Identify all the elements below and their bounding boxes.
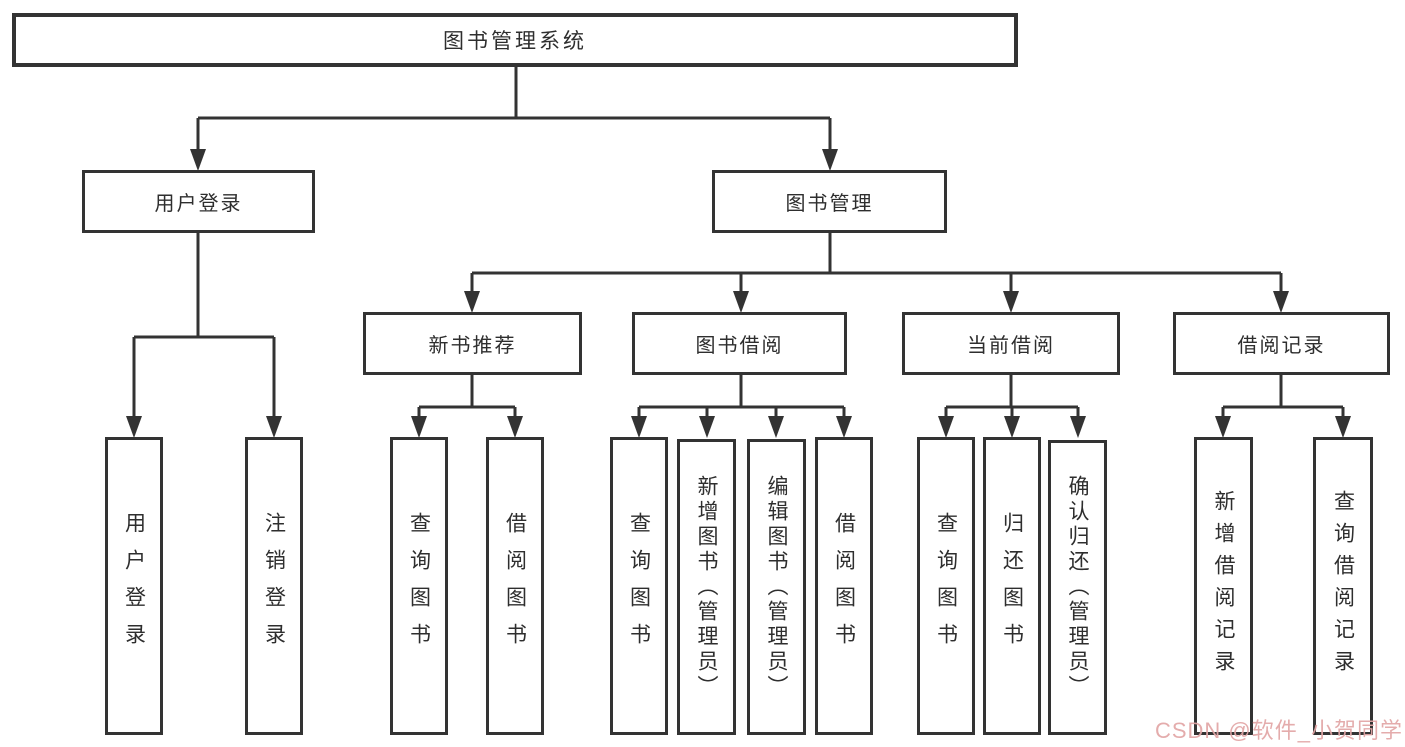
- leaf-add-book-admin: 新增图书（管理员）: [677, 439, 736, 735]
- leaf-logout: 注销登录: [245, 437, 303, 735]
- node-user-login: 用户登录: [82, 170, 315, 233]
- leaf-query-book-3: 查询图书: [917, 437, 975, 735]
- connector-book-mgmt-children: [470, 233, 1283, 292]
- node-borrow-record: 借阅记录: [1173, 312, 1390, 375]
- connector-new-book-children: [417, 375, 517, 417]
- connector-current-borrow-children: [944, 375, 1080, 417]
- leaf-borrow-book-2: 借阅图书: [815, 437, 873, 735]
- leaf-add-borrow-record: 新增借阅记录: [1194, 437, 1253, 735]
- arrowheads: [126, 149, 1351, 438]
- watermark: CSDN @软件_小贺同学: [1154, 718, 1403, 743]
- leaf-query-book-1: 查询图书: [390, 437, 448, 735]
- connector-book-borrow-children: [637, 375, 846, 417]
- leaf-query-borrow-record: 查询借阅记录: [1313, 437, 1373, 735]
- node-book-borrow: 图书借阅: [632, 312, 847, 375]
- connector-user-login-children: [132, 233, 276, 417]
- node-current-borrow: 当前借阅: [902, 312, 1120, 375]
- connector-borrow-record-children: [1221, 375, 1345, 417]
- node-root: 图书管理系统: [12, 13, 1018, 67]
- leaf-edit-book-admin: 编辑图书（管理员）: [747, 439, 806, 735]
- node-new-book-recommend: 新书推荐: [363, 312, 582, 375]
- connector-root-to-level2: [196, 67, 832, 150]
- leaf-return-book: 归还图书: [983, 437, 1041, 735]
- node-book-management: 图书管理: [712, 170, 947, 233]
- leaf-user-login: 用户登录: [105, 437, 163, 735]
- leaf-borrow-book-1: 借阅图书: [486, 437, 544, 735]
- leaf-query-book-2: 查询图书: [610, 437, 668, 735]
- leaf-confirm-return-admin: 确认归还（管理员）: [1048, 440, 1107, 735]
